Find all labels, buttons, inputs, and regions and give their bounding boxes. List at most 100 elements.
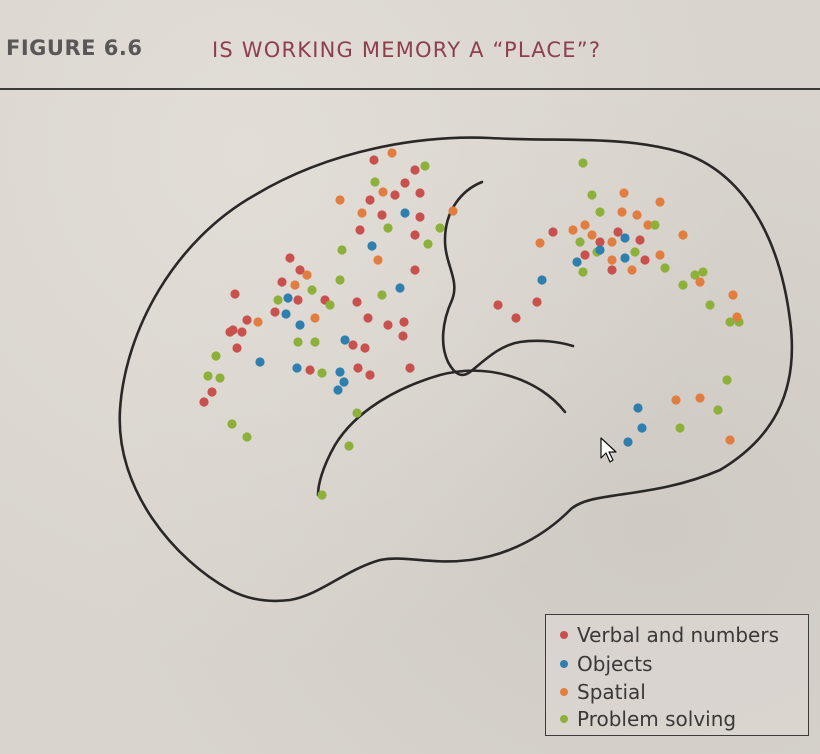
problem-dot xyxy=(310,337,320,347)
spatial-dot xyxy=(373,255,383,265)
problem-dot xyxy=(383,223,393,233)
problem-dot xyxy=(377,290,387,300)
verbal-dot xyxy=(398,331,408,341)
figure-title: IS WORKING MEMORY A “PLACE”? xyxy=(212,38,602,62)
problem-dot xyxy=(650,220,660,230)
verbal-dot xyxy=(410,230,420,240)
spatial-dot xyxy=(587,230,597,240)
legend-label-spatial: Spatial xyxy=(577,680,646,704)
figure-label: FIGURE 6.6 xyxy=(6,36,143,60)
objects-dot xyxy=(292,363,302,373)
problem-dot xyxy=(325,300,335,310)
verbal-dot xyxy=(232,343,242,353)
problem-dot xyxy=(317,490,327,500)
spatial-dot xyxy=(632,210,642,220)
spatial-dot xyxy=(678,230,688,240)
problem-dot xyxy=(690,270,700,280)
brain-outline xyxy=(118,136,794,603)
problem-dot xyxy=(352,408,362,418)
spatial-dot xyxy=(619,188,629,198)
verbal-dot xyxy=(353,363,363,373)
spatial-dot xyxy=(387,148,397,158)
legend-label-verbal: Verbal and numbers xyxy=(577,623,779,647)
central-sulcus xyxy=(441,180,575,377)
spatial-dot xyxy=(695,277,705,287)
verbal-dot xyxy=(270,307,280,317)
objects-dot xyxy=(623,437,633,447)
problem-dot xyxy=(344,441,354,451)
spatial-dot xyxy=(448,206,458,216)
verbal-dot xyxy=(237,327,247,337)
verbal-dot xyxy=(390,190,400,200)
verbal-dot xyxy=(548,227,558,237)
legend: Verbal and numbers Objects Spatial Probl… xyxy=(545,614,809,736)
verbal-dot xyxy=(613,227,623,237)
problem-dot xyxy=(337,245,347,255)
objects-dot xyxy=(339,377,349,387)
spatial-dot xyxy=(378,187,388,197)
problem-dot xyxy=(578,267,588,277)
verbal-dot xyxy=(410,265,420,275)
legend-label-problem: Problem solving xyxy=(577,707,737,731)
verbal-dot xyxy=(225,327,235,337)
legend-item-spatial: Spatial xyxy=(560,679,646,705)
objects-dot xyxy=(595,245,605,255)
mouse-pointer-icon xyxy=(600,437,617,463)
problem-dot xyxy=(293,337,303,347)
problem-dot xyxy=(317,368,327,378)
verbal-dot xyxy=(352,297,362,307)
problem-dot xyxy=(705,300,715,310)
verbal-dot xyxy=(493,300,503,310)
objects-dot xyxy=(255,357,265,367)
verbal-dot xyxy=(607,265,617,275)
spatial-dot xyxy=(335,195,345,205)
verbal-dot xyxy=(360,343,370,353)
spatial-dot xyxy=(310,313,320,323)
verbal-dot xyxy=(635,235,645,245)
spatial-dot xyxy=(302,270,312,280)
problem-dot xyxy=(203,371,213,381)
objects-dot xyxy=(333,385,343,395)
verbal-dot xyxy=(595,237,605,247)
problem-dot xyxy=(722,375,732,385)
verbal-dot xyxy=(415,188,425,198)
verbal-dot xyxy=(295,265,305,275)
objects-dot xyxy=(283,293,293,303)
verbal-dot xyxy=(377,210,387,220)
verbal-dot xyxy=(399,317,409,327)
legend-item-problem: Problem solving xyxy=(560,706,736,732)
verbal-dot xyxy=(532,297,542,307)
sylvian-fissure xyxy=(316,369,567,497)
verbal-dot xyxy=(365,370,375,380)
problem-dot xyxy=(698,267,708,277)
verbal-dot xyxy=(383,320,393,330)
verbal-dot xyxy=(410,165,420,175)
problem-dot xyxy=(370,177,380,187)
problem-dot xyxy=(423,239,433,249)
objects-dot xyxy=(633,403,643,413)
objects-dot xyxy=(295,320,305,330)
verbal-dot xyxy=(415,212,425,222)
problem-dot xyxy=(211,351,221,361)
objects-dot xyxy=(620,253,630,263)
objects-dot xyxy=(637,423,647,433)
spatial-dot xyxy=(627,265,637,275)
objects-dot xyxy=(537,275,547,285)
spatial-dot xyxy=(290,280,300,290)
objects-dot xyxy=(281,309,291,319)
verbal-dot xyxy=(293,295,303,305)
verbal-dot xyxy=(199,397,209,407)
spatial-dot xyxy=(655,250,665,260)
spatial-dot xyxy=(655,197,665,207)
legend-dot-spatial xyxy=(560,688,568,696)
spatial-dot xyxy=(607,237,617,247)
spatial-dot xyxy=(535,238,545,248)
problem-dot xyxy=(435,223,445,233)
problem-dot xyxy=(273,295,283,305)
activation-dots xyxy=(199,148,744,500)
objects-dot xyxy=(395,283,405,293)
problem-dot xyxy=(713,405,723,415)
problem-dot xyxy=(335,275,345,285)
problem-dot xyxy=(660,263,670,273)
objects-dot xyxy=(620,233,630,243)
